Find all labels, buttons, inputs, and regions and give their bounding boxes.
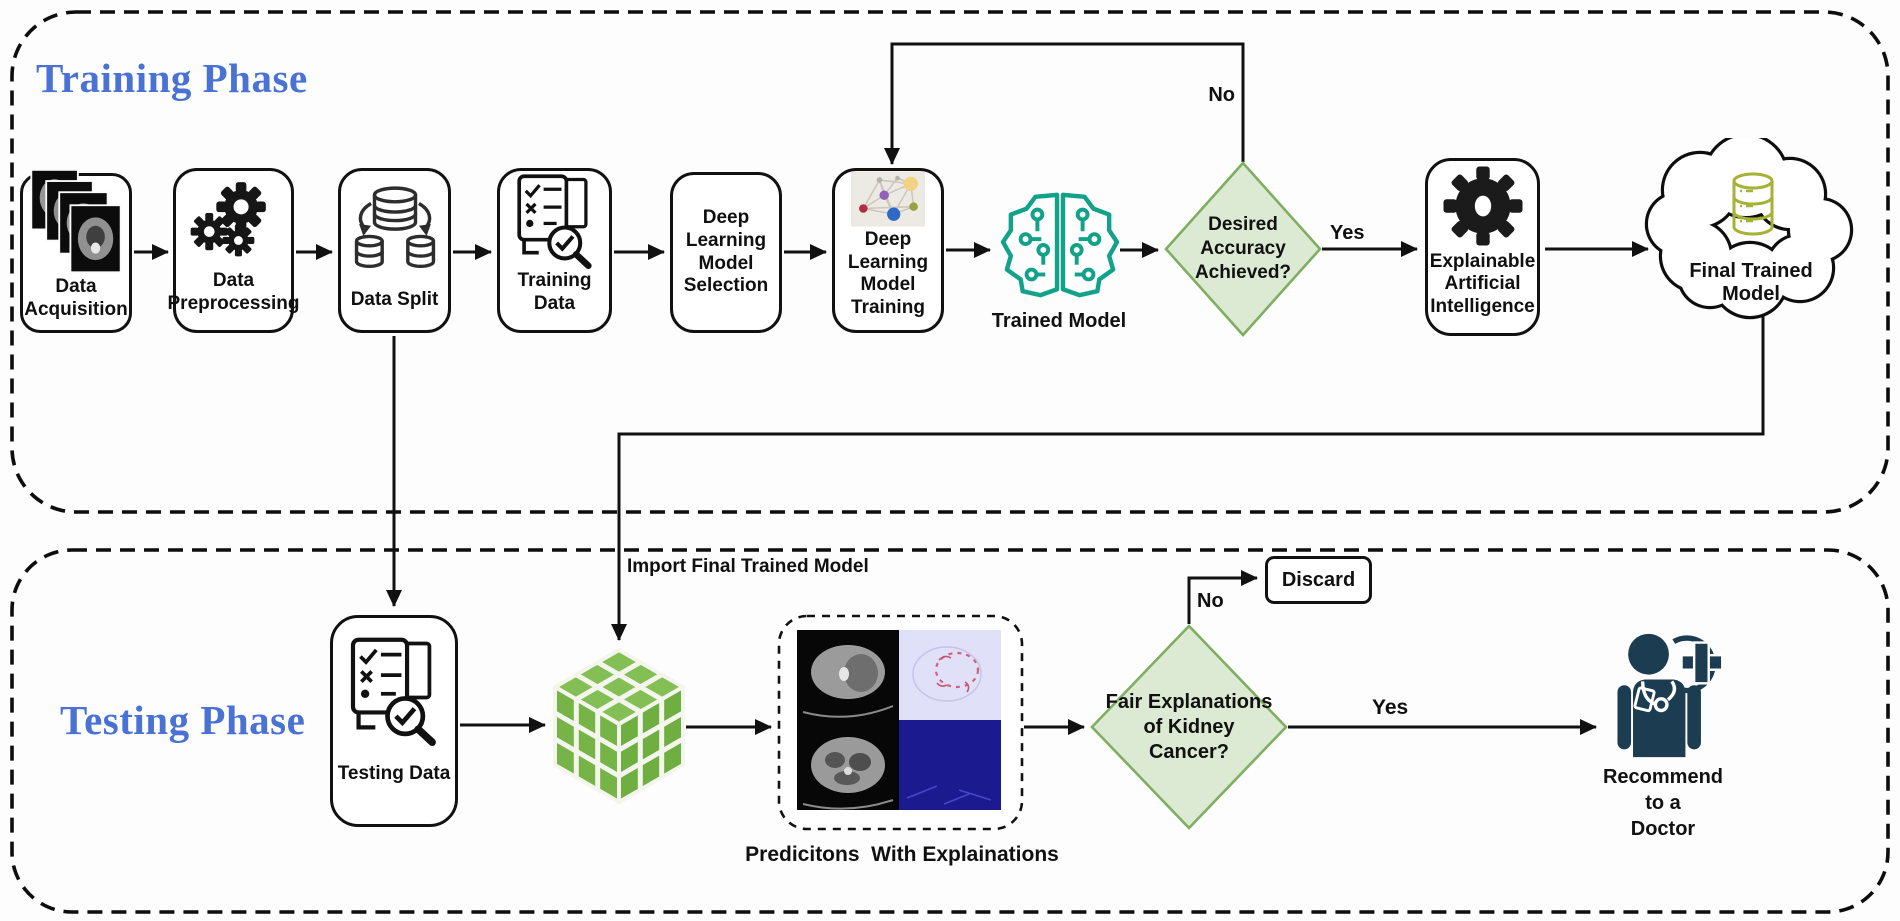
node-label: Training Data [517, 270, 592, 315]
node-model-training: Deep Learning Model Training [832, 168, 944, 333]
arrow-import-final-model [611, 314, 1765, 641]
recommend-doctor-label: Recommend to a Doctor [1602, 766, 1724, 840]
arrow-decision-no-feedback [884, 42, 1245, 165]
database-icon [1730, 172, 1776, 238]
database-split-icon [341, 171, 448, 289]
node-label: Explainable Artificial Intelligence [1429, 250, 1536, 318]
node-label: Data Acquisition [24, 276, 128, 321]
checklist-search-icon [500, 171, 609, 270]
gear-icon [1428, 161, 1537, 251]
ct-image-2 [797, 720, 899, 810]
trained-model-label: Trained Model [991, 310, 1127, 332]
import-model-label: Import Final Trained Model [627, 556, 869, 577]
training-phase-title: Training Phase [36, 55, 308, 101]
green-cube-icon [553, 648, 685, 806]
circuit-brain-icon [998, 188, 1122, 306]
decision-question: Fair Explanations of Kidney Cancer? [1105, 690, 1273, 763]
node-label: Deep Learning Model Training [847, 228, 929, 319]
yes-branch-label: Yes [1372, 696, 1409, 719]
discard-box: Discard [1265, 556, 1372, 604]
yes-branch-label: Yes [1330, 222, 1365, 244]
explanation-image-2 [899, 720, 1001, 810]
ct-image-1 [797, 630, 899, 720]
node-label: Data Preprocessing [167, 270, 300, 315]
testing-phase-title: Testing Phase [60, 697, 306, 743]
checklist-search-icon [333, 618, 455, 763]
node-data-preprocessing: Data Preprocessing [168, 168, 300, 333]
discard-label: Discard [1281, 568, 1356, 591]
node-label: Testing Data [337, 763, 451, 785]
node-data-acquisition: Data Acquisition [20, 169, 132, 333]
final-model-cloud [1638, 138, 1858, 330]
decision-desired-accuracy: Desired Accuracy Achieved? [1163, 160, 1323, 338]
doctor-plus-icon [1600, 628, 1732, 760]
node-testing-data: Testing Data [330, 615, 458, 827]
node-data-split: Data Split [338, 168, 451, 333]
gears-icon [176, 171, 291, 270]
testing-phase-border [10, 548, 1890, 914]
final-model-label: Final Trained Model [1689, 260, 1813, 305]
explanation-image-1 [899, 630, 1001, 720]
ct-scan-stack-icon [23, 168, 129, 276]
node-model-selection: Deep Learning Model Selection [670, 172, 782, 333]
training-phase-border [10, 10, 1890, 514]
no-branch-label: No [1197, 590, 1224, 612]
arrow-fair-no-to-discard [1187, 570, 1258, 624]
no-branch-label: No [1208, 84, 1235, 106]
prediction-images [797, 630, 1001, 810]
predictions-caption: Predicitons With Explainations [745, 843, 1059, 866]
decision-fair-explanations: Fair Explanations of Kidney Cancer? [1089, 623, 1289, 831]
node-label: Deep Learning Model Selection [683, 206, 769, 297]
node-label: Data Split [350, 289, 439, 311]
node-training-data: Training Data [497, 168, 612, 333]
node-explainable-ai: Explainable Artificial Intelligence [1425, 158, 1540, 336]
decision-question: Desired Accuracy Achieved? [1194, 214, 1292, 283]
neural-network-graph-icon [835, 169, 941, 229]
